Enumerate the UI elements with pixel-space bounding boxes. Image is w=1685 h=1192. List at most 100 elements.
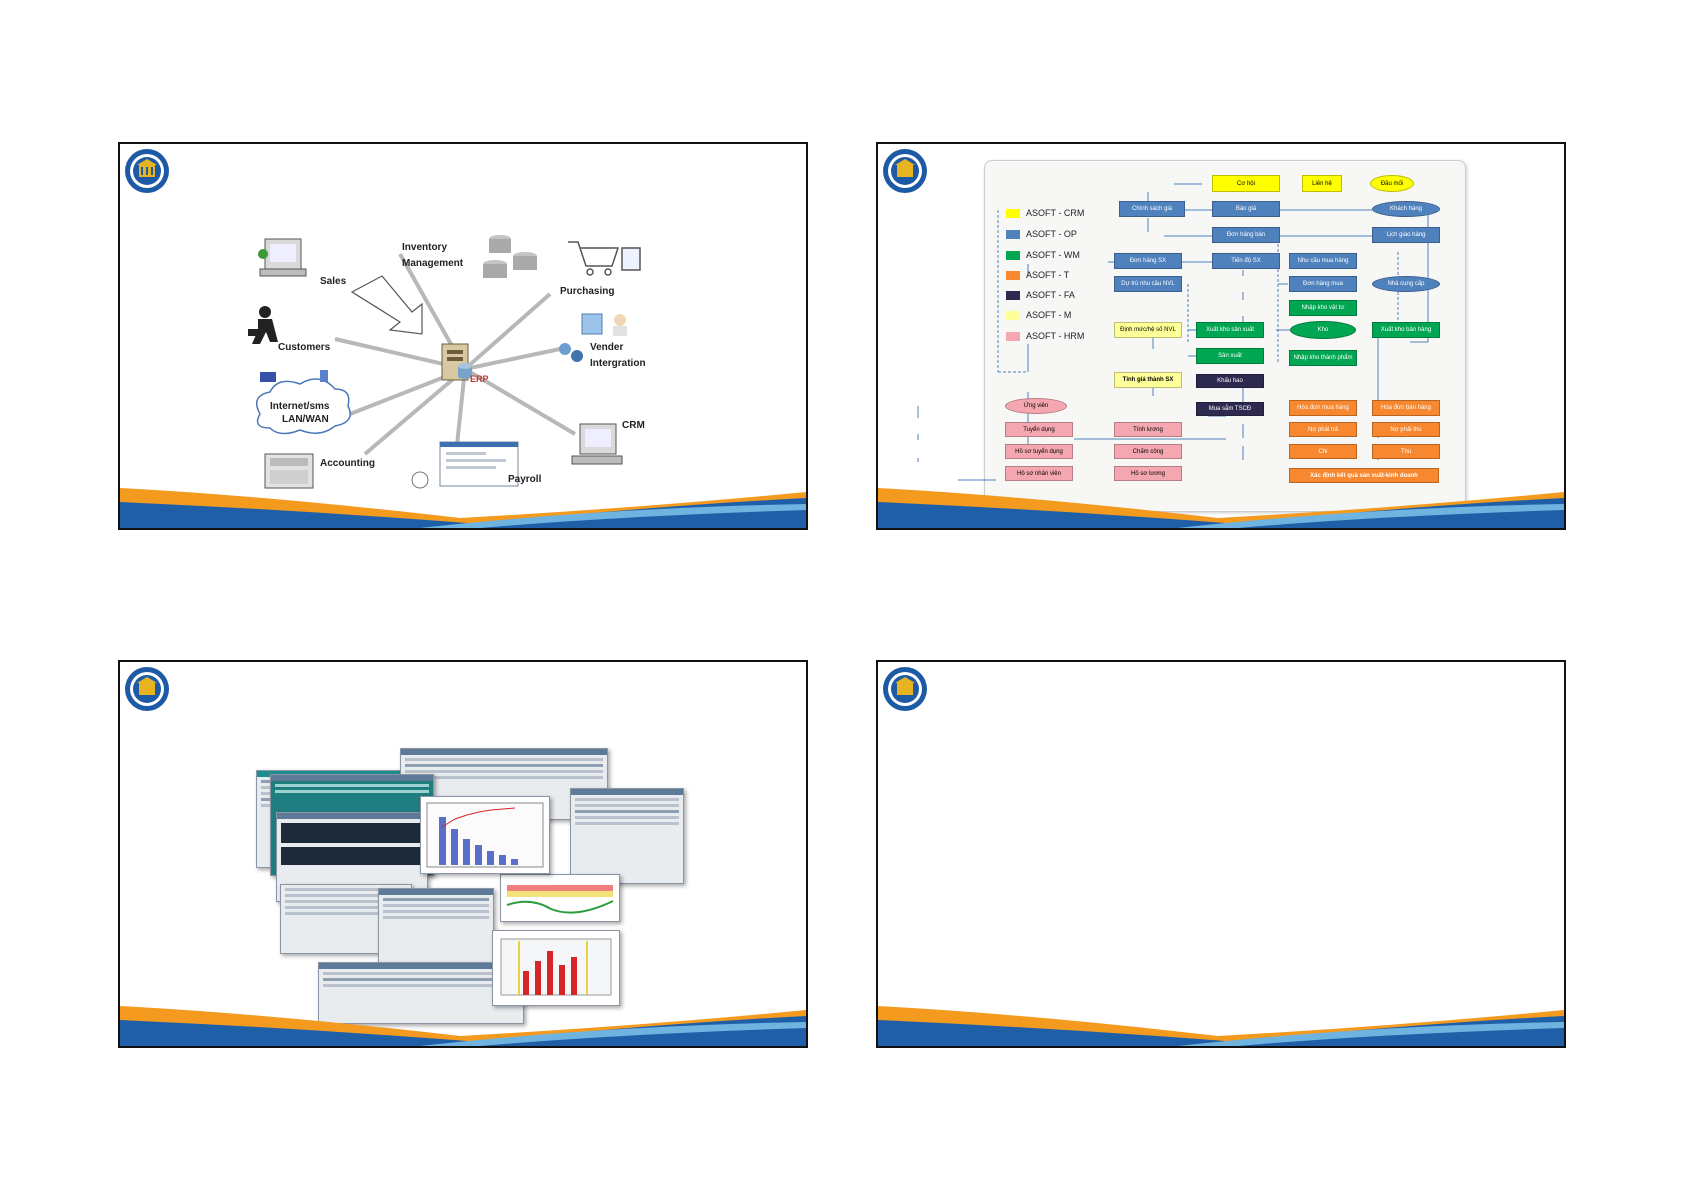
university-logo-icon <box>883 149 927 193</box>
box-lien-he: Liên hệ <box>1302 175 1342 192</box>
label-vender-1: Vender <box>590 342 624 353</box>
box-ho-so-tuyen-dung: Hồ sơ tuyển dụng <box>1005 444 1073 459</box>
erp-hub-diagram <box>248 235 641 489</box>
label-erp: ERP <box>470 374 489 384</box>
label-internet-1: Internet/sms <box>270 401 330 412</box>
box-tinh-gia-thanh-sx: Tính giá thành SX <box>1114 372 1182 388</box>
spoke-vender <box>464 347 561 371</box>
database-icon <box>483 235 537 278</box>
legend-label: ASOFT - OP <box>1026 229 1077 239</box>
row <box>285 888 407 891</box>
label-payroll: Payroll <box>508 474 542 485</box>
legend-swatch <box>1006 310 1020 320</box>
legend-swatch <box>1006 331 1020 341</box>
line-chart-thumbnail <box>506 885 614 914</box>
box-du-tru-nvl: Dự trù nhu cầu NVL <box>1114 276 1182 292</box>
screenshot-line-chart <box>500 874 620 922</box>
shopping-cart-icon <box>568 241 641 276</box>
titlebar <box>571 789 683 795</box>
internet-cloud-icon <box>255 370 351 435</box>
ellipse-ung-vien: Ứng viên <box>1005 398 1067 414</box>
legend-label: ASOFT - T <box>1026 270 1070 280</box>
footer-wave <box>878 488 1564 528</box>
box-xuat-kho-san-xuat: Xuất kho sản xuất <box>1196 322 1264 338</box>
label-vender-2: Intergration <box>590 358 646 369</box>
legend-swatch <box>1006 229 1020 239</box>
box-don-hang-ban: Đơn hàng bán <box>1212 227 1280 243</box>
label-purchasing: Purchasing <box>560 286 615 297</box>
bar-chart-thumbnail <box>500 938 612 996</box>
screenshot-bottom <box>318 962 524 1024</box>
crm-computer-icon <box>571 423 623 465</box>
label-internet-2: LAN/WAN <box>282 414 329 425</box>
row <box>383 898 489 901</box>
university-logo-icon <box>125 667 169 711</box>
customer-person-icon <box>248 306 278 344</box>
row <box>405 770 603 773</box>
slide-blank <box>876 660 1566 1048</box>
box-dinh-muc-nvl: Định mức/hệ số NVL <box>1114 322 1182 338</box>
box-no-phai-thu: Nợ phải thu <box>1372 422 1440 437</box>
row <box>405 776 603 779</box>
footer-wave <box>878 1006 1564 1046</box>
box-tien-do-sx: Tiến độ SX <box>1212 253 1280 269</box>
row <box>383 910 489 913</box>
box-xac-dinh-ket-qua: Xác định kết quả sản xuất-kinh doanh <box>1289 468 1439 483</box>
legend-swatch <box>1006 270 1020 280</box>
legend-label: ASOFT - HRM <box>1026 331 1085 341</box>
legend-crm: ASOFT - CRM <box>1006 208 1084 218</box>
legend-op: ASOFT - OP <box>1006 229 1077 239</box>
legend-swatch <box>1006 208 1020 218</box>
row <box>575 804 679 807</box>
legend-hrm: ASOFT - HRM <box>1006 331 1084 341</box>
ellipse-khach-hang: Khách hàng <box>1372 201 1440 217</box>
erp-server-icon <box>441 343 472 381</box>
row <box>285 906 407 909</box>
row <box>575 822 679 825</box>
box-xuat-kho-ban-hang: Xuất kho bán hàng <box>1372 322 1440 338</box>
row <box>575 798 679 801</box>
box-hoa-don-ban-hang: Hóa đơn bán hàng <box>1372 400 1440 416</box>
legend-t: ASOFT - T <box>1006 270 1069 280</box>
row <box>405 764 603 767</box>
label-inventory-2: Management <box>402 258 464 269</box>
box-co-hoi: Cơ hội <box>1212 175 1280 192</box>
row <box>285 900 407 903</box>
payroll-screenshot-icon <box>411 441 519 489</box>
label-sales: Sales <box>320 276 347 287</box>
box-khau-hao: Khấu hao <box>1196 374 1264 388</box>
ellipse-kho: Kho <box>1290 321 1356 339</box>
box-chinh-sach-gia: Chính sách giá <box>1119 201 1185 217</box>
row <box>275 784 429 787</box>
box-mua-sam-tscd: Mua sắm TSCĐ <box>1196 402 1264 416</box>
calculator-icon <box>264 453 314 489</box>
titlebar <box>271 775 433 781</box>
sales-computer-icon <box>258 238 307 277</box>
box-nhap-kho-vat-tu: Nhập kho vật tư <box>1289 300 1357 316</box>
legend-fa: ASOFT - FA <box>1006 290 1075 300</box>
row <box>285 894 407 897</box>
titlebar <box>379 889 493 895</box>
spoke-purchasing <box>463 292 552 371</box>
box-no-phai-tra: Nợ phải trả <box>1289 422 1357 437</box>
footer-wave <box>120 1006 806 1046</box>
university-logo-icon <box>883 667 927 711</box>
box-chi: Chi <box>1289 444 1357 459</box>
box-lich-giao-hang: Lịch giao hàng <box>1372 227 1440 243</box>
box-bao-gia: Báo giá <box>1212 201 1280 217</box>
slide-asoft-flow: ASOFT - CRM ASOFT - OP ASOFT - WM ASOFT … <box>876 142 1566 530</box>
vender-integration-icon <box>559 313 627 362</box>
box-don-hang-sx: Đơn hàng SX <box>1114 253 1182 269</box>
label-inventory-1: Inventory <box>402 242 448 253</box>
legend-label: ASOFT - FA <box>1026 290 1075 300</box>
screenshot-bar-chart <box>492 930 620 1006</box>
legend-swatch <box>1006 290 1020 300</box>
row <box>323 978 519 981</box>
box-ho-so-luong: Hồ sơ lương <box>1114 466 1182 481</box>
titlebar <box>277 813 427 819</box>
legend-swatch <box>1006 250 1020 260</box>
legend-label: ASOFT - CRM <box>1026 208 1085 218</box>
row <box>275 790 429 793</box>
row <box>575 816 679 819</box>
row <box>575 810 679 813</box>
